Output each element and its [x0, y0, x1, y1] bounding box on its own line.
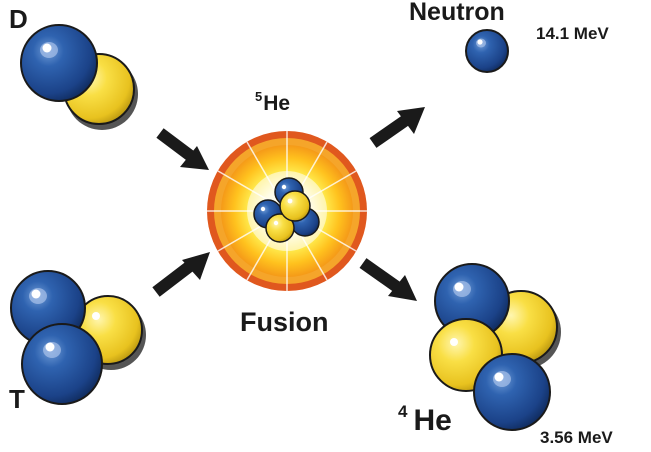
- helium4-label: 4 He: [398, 402, 452, 438]
- arrow-icon: [369, 107, 425, 148]
- deuterium-nucleus-icon: [20, 24, 138, 130]
- tritium-label: T: [9, 384, 25, 414]
- neutron-energy-label: 14.1 MeV: [536, 24, 609, 43]
- helium5-nucleus-icon: [253, 177, 320, 243]
- neutron-particle: [434, 263, 510, 339]
- helium5-mass-number: 5: [255, 89, 263, 104]
- neutron-particle: [473, 353, 551, 431]
- helium4-mass-number: 4: [398, 402, 408, 421]
- arrow-icon: [359, 258, 417, 301]
- helium4-symbol: He: [413, 404, 452, 437]
- neutron-icon: [465, 29, 509, 73]
- arrow-icon: [156, 128, 209, 170]
- neutron-particle: [20, 24, 98, 102]
- neutron-particle: [21, 323, 103, 405]
- helium4-nucleus-icon: [429, 263, 561, 431]
- tritium-nucleus-icon: [10, 270, 146, 405]
- fusion-label: Fusion: [240, 307, 329, 337]
- neutron-label: Neutron: [409, 0, 505, 26]
- helium4-energy-label: 3.56 MeV: [540, 428, 613, 447]
- helium5-symbol: He: [263, 92, 291, 115]
- helium5-label: 5He: [255, 89, 291, 116]
- deuterium-label: D: [9, 4, 28, 34]
- arrow-icon: [152, 252, 210, 297]
